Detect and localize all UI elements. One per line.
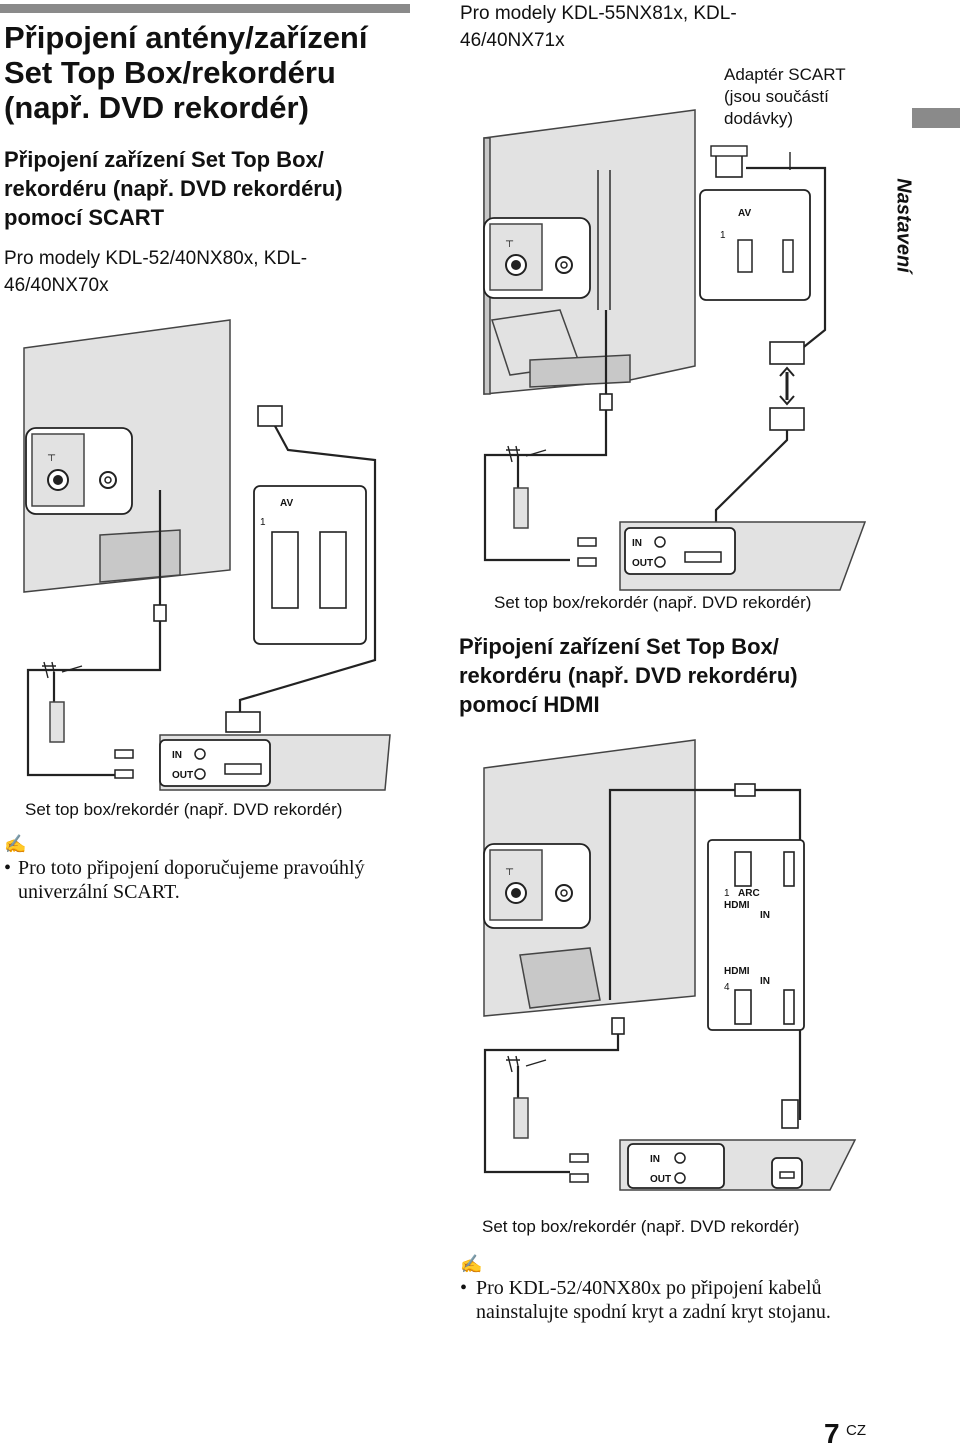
svg-text:OUT: OUT [650,1174,671,1185]
diagram-scart-left: ┬ AV 1 IN OUT [23,319,391,791]
svg-text:1: 1 [260,517,266,528]
diagram-hdmi: ┬ 1 ARC HDMI IN HDMI IN 4 IN OUT [483,739,857,1191]
top-rule-left [0,4,410,13]
svg-text:AV: AV [280,498,293,509]
right-note: • Pro KDL-52/40NX80x po připojení kabelů… [460,1276,880,1324]
left-models: Pro modely KDL-52/40NX80x, KDL-46/40NX70… [4,248,308,296]
svg-text:┬: ┬ [505,236,514,247]
page-language: CZ [846,1422,866,1439]
svg-text:IN: IN [172,750,182,761]
bullet-icon-right: • [460,1277,468,1299]
left-note: • Pro toto připojení doporučujeme pravoú… [4,856,404,904]
page-title: Připojení antény/zařízení Set Top Box/re… [4,20,368,125]
svg-text:1: 1 [720,230,726,241]
left-note-text: Pro toto připojení doporučujeme pravoúhl… [18,857,365,903]
svg-text:IN: IN [632,538,642,549]
svg-text:AV: AV [738,208,751,219]
right-note-text: Pro KDL-52/40NX80x po připojení kabelů n… [476,1277,831,1323]
svg-text:HDMI: HDMI [724,966,750,977]
section-tab [912,108,960,128]
caption-hdmi: Set top box/rekordér (např. DVD rekordér… [482,1217,800,1236]
svg-text:┬: ┬ [47,450,56,461]
scart-heading: Připojení zařízení Set Top Box/ rekordér… [4,147,343,230]
svg-text:1: 1 [724,888,730,899]
hdmi-heading: Připojení zařízení Set Top Box/ rekordér… [459,634,798,717]
svg-text:┬: ┬ [505,864,514,875]
svg-text:OUT: OUT [632,558,653,569]
svg-text:HDMI: HDMI [724,900,750,911]
svg-text:IN: IN [760,976,770,987]
adapter-label: Adaptér SCART (jsou součástí dodávky) [724,65,846,128]
pencil-note-icon-right: ✍ [460,1254,483,1274]
caption-scart-right: Set top box/rekordér (např. DVD rekordér… [494,593,812,612]
caption-scart-left: Set top box/rekordér (např. DVD rekordér… [25,800,343,819]
svg-text:IN: IN [650,1154,660,1165]
svg-text:IN: IN [760,910,770,921]
bullet-icon: • [4,857,12,879]
svg-text:ARC: ARC [738,888,760,899]
page-number: 7 [824,1418,840,1449]
svg-text:OUT: OUT [172,770,193,781]
pencil-note-icon: ✍ [4,834,27,854]
right-models: Pro modely KDL-55NX81x, KDL-46/40NX71x [460,3,737,51]
diagram-scart-adapter: ┬ AV 1 IN OUT [483,109,867,591]
svg-text:4: 4 [724,982,730,993]
